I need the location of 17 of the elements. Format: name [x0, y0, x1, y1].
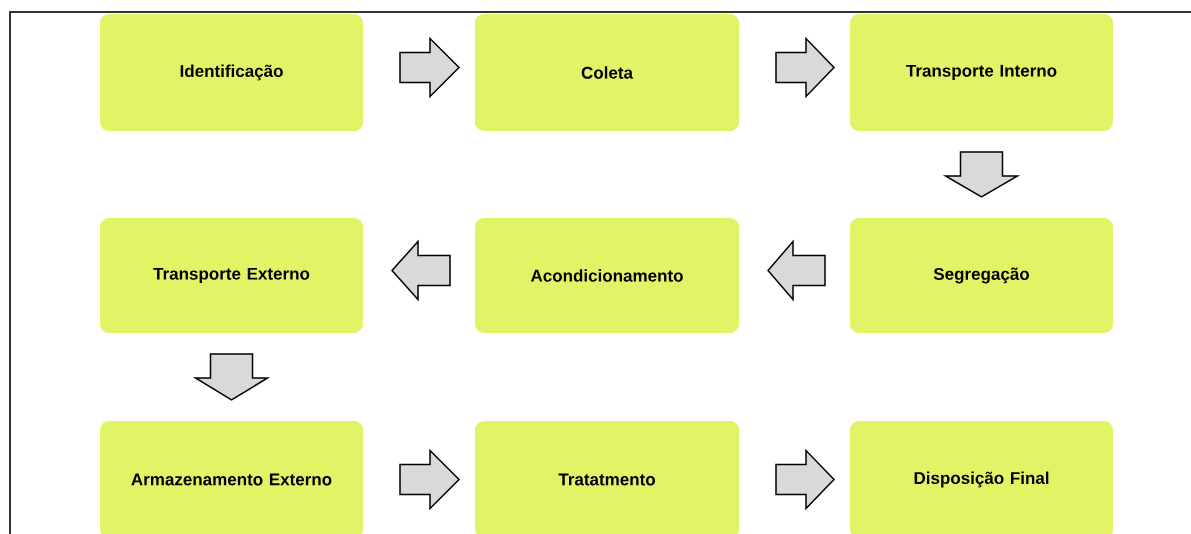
block-arrow	[775, 448, 836, 511]
process-box: Armazenamento Externo	[100, 421, 363, 534]
block-arrow	[942, 151, 1021, 198]
block-arrow	[767, 239, 826, 302]
block-arrow	[775, 36, 836, 99]
block-arrow	[399, 448, 461, 511]
block-arrow	[192, 353, 271, 401]
block-arrow	[391, 239, 451, 302]
process-box: Disposição Final	[850, 421, 1113, 534]
process-box: Tratatmento	[475, 421, 739, 534]
process-box: Transporte Interno	[850, 14, 1113, 131]
process-box: Identificação	[100, 14, 363, 131]
block-arrow	[399, 36, 461, 99]
process-box: Segregação	[850, 218, 1113, 333]
process-box: Acondicionamento	[475, 218, 739, 333]
process-box: Coleta	[475, 14, 739, 131]
process-box: Transporte Externo	[100, 218, 363, 333]
